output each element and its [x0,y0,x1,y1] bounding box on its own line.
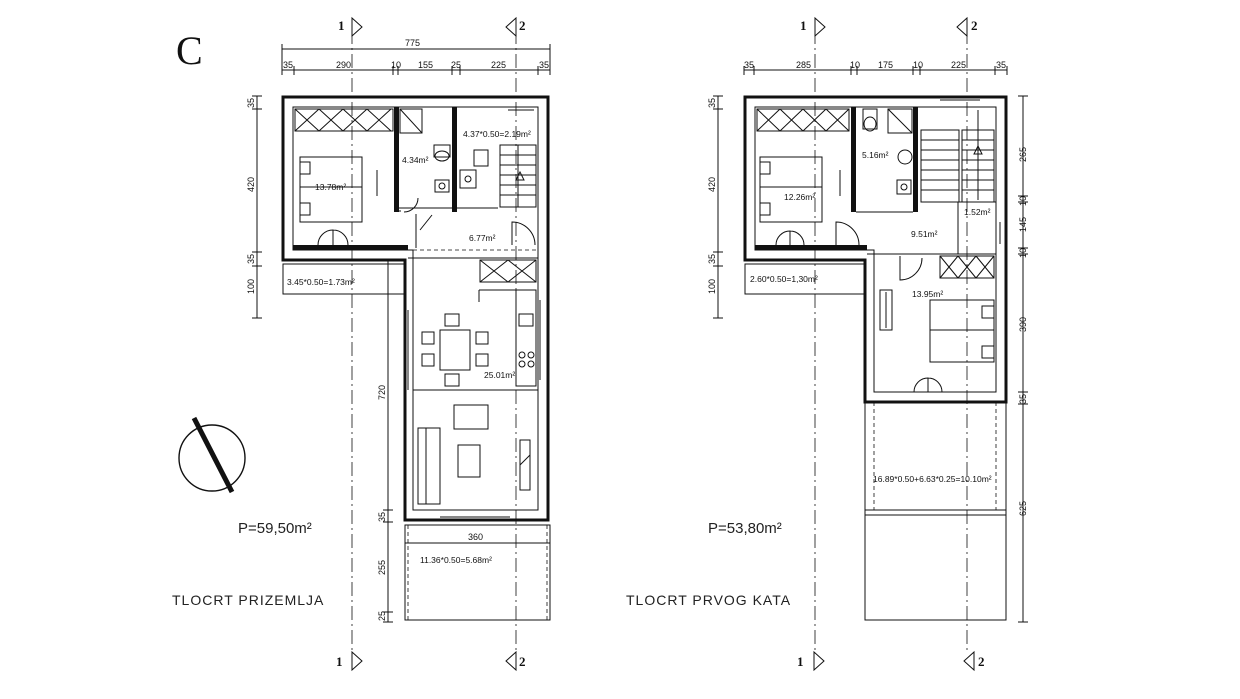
room-area-bedroom2: 13.95m² [912,289,943,299]
dim-left: 35 [707,98,717,108]
dim-top: 285 [796,60,811,70]
room-area-balcony: 2.60*0.50=1,30m² [750,274,818,284]
dim-top: 175 [878,60,893,70]
room-area-hall: 6.77m² [469,233,496,243]
room-area-bath: 5.16m² [862,150,889,160]
first-bedroom1-furniture [756,108,860,246]
section-marker-bottom-1: 1 [336,650,363,672]
svg-text:1: 1 [338,18,345,33]
ground-bath-fixtures [399,108,489,193]
section-marker-bottom-2: 2 [505,650,526,672]
ground-floor-plan: 1 2 1 2 775 35 290 10 155 25 225 [172,16,551,672]
first-bath-fixtures [862,108,913,195]
dim-top: 35 [996,60,1006,70]
dim-top: 35 [744,60,754,70]
svg-text:2: 2 [978,654,985,669]
room-area-loggia: 3.45*0.50=1.73m² [287,277,355,287]
room-area-hall: 9.51m² [911,229,938,239]
first-terrace [864,401,1007,621]
dim-top: 155 [418,60,433,70]
dim-top: 290 [336,60,351,70]
dim-right: 35 [377,512,387,522]
dim-right: 390 [1018,317,1028,332]
dim-left: 35 [707,254,717,264]
svg-text:1: 1 [797,654,804,669]
room-area-terrace: 16.89*0.50+6.63*0.25=10.10m² [873,474,992,484]
ground-outer-wall [281,95,550,522]
first-bedroom2-furniture [879,222,1001,393]
room-area-bedroom1: 12.26m² [784,192,815,202]
svg-text:2: 2 [971,18,978,33]
dim-right: 720 [377,385,387,400]
dim-right: 265 [1018,147,1028,162]
north-arrow-icon [178,416,246,494]
ground-living-furniture [417,404,531,505]
first-plan-title: TLOCRT PRVOG KATA [626,592,791,608]
dim-right: 255 [377,560,387,575]
dim-left: 100 [246,279,256,294]
first-total-area: P=53,80m² [708,520,782,537]
ground-total-area: P=59,50m² [238,520,312,537]
ground-bedroom-furniture [294,108,394,246]
ground-kitchen [478,259,537,387]
svg-text:2: 2 [519,18,526,33]
ground-stairs [499,109,537,208]
dim-right: 10 [1018,248,1028,258]
dim-left: 420 [707,177,717,192]
dim-top: 225 [491,60,506,70]
dim-top: 25 [451,60,461,70]
dim-top: 35 [283,60,293,70]
dim-top: 10 [391,60,401,70]
first-balcony [744,263,866,295]
dim-right: 35 [1018,394,1028,404]
ground-loggia [282,263,406,295]
first-stairs [920,99,995,203]
dim-top: 10 [850,60,860,70]
room-area-bedroom: 13.78m² [315,182,346,192]
dim-right: 625 [1018,501,1028,516]
dim-left: 35 [246,98,256,108]
section-marker-top-2: 2 [956,16,978,38]
room-area-living: 25.01m² [484,370,515,380]
dim-right: 25 [377,611,387,621]
section-marker-top-2: 2 [505,16,526,38]
ground-dining-table [421,313,489,387]
dim-left: 100 [707,279,717,294]
ground-terrace [404,524,551,621]
svg-text:2: 2 [519,654,526,669]
dim-top: 225 [951,60,966,70]
section-marker-bottom-1: 1 [797,650,825,672]
room-area-terrace: 11.36*0.50=5.68m² [420,555,492,565]
dim-right: 145 [1018,217,1028,232]
first-floor-plan: 1 2 1 2 35 285 10 175 10 225 35 [626,16,1028,672]
dim-right: 10 [1018,196,1028,206]
dim-top: 10 [913,60,923,70]
dim-left: 420 [246,177,256,192]
section-marker-bottom-2: 2 [963,650,985,672]
dim-bottom: 360 [468,532,483,542]
ground-plan-title: TLOCRT PRIZEMLJA [172,592,324,608]
svg-text:1: 1 [336,654,343,669]
room-area-stairs: 4.37*0.50=2.19m² [463,129,531,139]
dim-overall-width: 775 [405,38,420,48]
room-area-wc: 1.52m² [964,207,991,217]
section-marker-top-1: 1 [338,16,363,38]
sheet-label: C [176,28,203,73]
dim-left: 35 [246,254,256,264]
section-marker-top-1: 1 [800,16,826,38]
dim-top: 35 [539,60,549,70]
svg-text:1: 1 [800,18,807,33]
room-area-bath: 4.34m² [402,155,429,165]
